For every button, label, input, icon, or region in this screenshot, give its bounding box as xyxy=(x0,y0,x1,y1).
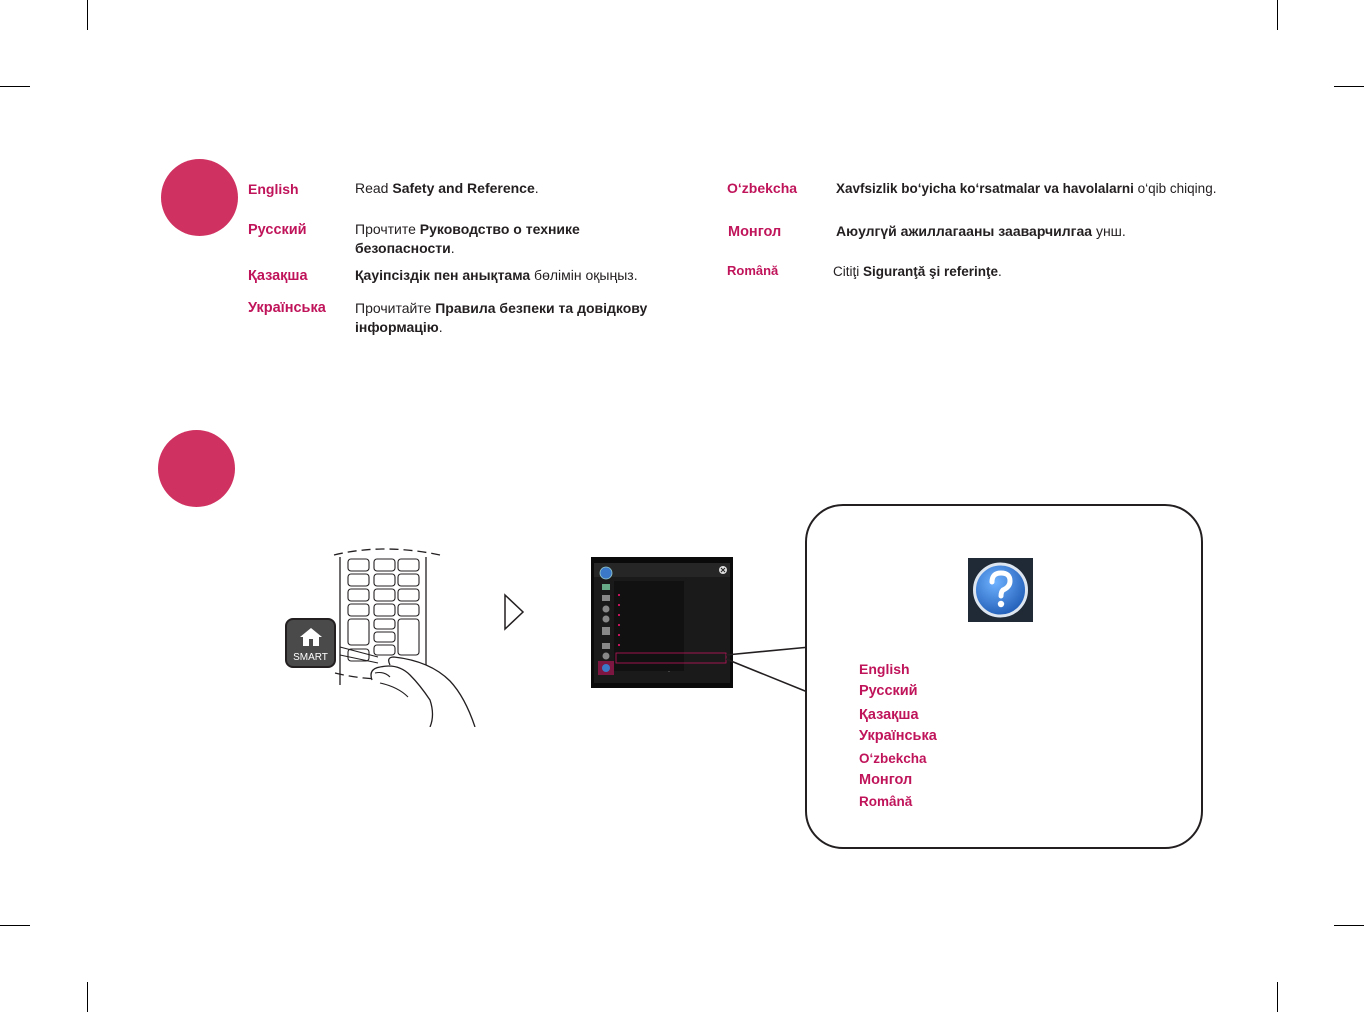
instruction-text: o‘qib chiqing. xyxy=(1133,181,1217,196)
step-2-marker xyxy=(158,430,235,507)
callout-lang-kazakh: Қазақша xyxy=(859,707,919,723)
instruction-russian: Прочтите Руководство о технике безопасно… xyxy=(355,220,655,258)
instruction-text: . xyxy=(438,319,443,335)
instruction-bold: Siguranţă şi referinţe xyxy=(863,264,999,279)
crop-mark xyxy=(87,0,88,30)
instruction-kazakh: Қауіпсіздік пен анықтама бөлімін оқыңыз. xyxy=(355,266,695,285)
instruction-text: . xyxy=(450,240,455,256)
home-icon xyxy=(300,628,322,646)
callout-lang-ukrainian: Українська xyxy=(859,728,937,744)
tv-screen-illustration xyxy=(591,557,733,688)
instruction-mongolian: Аюулгүй ажиллагааны зааварчилгаа унш. xyxy=(836,222,1256,241)
instruction-bold: Правила безпеки та довідкову інформацію xyxy=(355,300,648,335)
instruction-text: . xyxy=(534,180,539,196)
instruction-bold: Xavfsizlik bo‘yicha ko‘rsatmalar va havo… xyxy=(836,181,1134,196)
callout-lang-mongolian: Монгол xyxy=(859,772,913,788)
instruction-text: Прочитайте xyxy=(355,300,436,316)
instruction-text: Citiţi xyxy=(833,264,863,279)
lang-label-english: English xyxy=(248,181,299,197)
lang-label-romanian: Română xyxy=(727,263,779,278)
instruction-text: . xyxy=(998,264,1002,279)
next-arrow-icon xyxy=(504,593,525,631)
callout-lang-english: English xyxy=(859,661,910,677)
crop-mark xyxy=(1277,982,1278,1012)
lang-label-uzbek: O‘zbekcha xyxy=(727,180,798,196)
crop-mark xyxy=(0,925,30,926)
crop-mark xyxy=(1277,0,1278,30)
zoom-connector xyxy=(725,646,811,694)
instruction-text: бөлімін оқыңыз. xyxy=(530,267,638,283)
callout-lang-russian: Русский xyxy=(859,683,918,699)
instruction-bold: Аюулгүй ажиллагааны зааварчилгаа xyxy=(836,223,1093,239)
instruction-romanian: Citiţi Siguranţă şi referinţe. xyxy=(833,262,1253,281)
crop-mark xyxy=(1334,925,1364,926)
callout-lang-uzbek: O‘zbekcha xyxy=(859,751,927,766)
lang-label-ukrainian: Українська xyxy=(248,300,326,316)
crop-mark xyxy=(0,86,30,87)
instruction-text: унш. xyxy=(1092,223,1126,239)
instruction-ukrainian: Прочитайте Правила безпеки та довідкову … xyxy=(355,299,700,337)
smart-button-label: SMART xyxy=(293,652,328,663)
instruction-bold: Руководство о технике безопасности xyxy=(355,221,580,256)
smart-button: SMART xyxy=(285,618,336,668)
tv-menu-drawing xyxy=(594,563,730,683)
instruction-text: Read xyxy=(355,180,393,196)
instruction-text: Прочтите xyxy=(355,221,420,237)
instruction-english: Read Safety and Reference. xyxy=(355,179,695,198)
lang-label-russian: Русский xyxy=(248,222,307,238)
help-tile xyxy=(968,558,1033,622)
step-1-marker xyxy=(161,159,238,236)
callout-lang-romanian: Română xyxy=(859,794,913,809)
crop-mark xyxy=(1334,86,1364,87)
lang-label-kazakh: Қазақша xyxy=(248,268,308,284)
instruction-uzbek: Xavfsizlik bo‘yicha ko‘rsatmalar va havo… xyxy=(836,179,1256,198)
instruction-bold: Safety and Reference xyxy=(392,180,535,196)
instruction-bold: Қауіпсіздік пен анықтама xyxy=(355,267,531,283)
lang-label-mongolian: Монгол xyxy=(728,224,782,240)
remote-control-illustration xyxy=(333,548,476,727)
question-mark-icon xyxy=(973,562,1028,618)
crop-mark xyxy=(87,982,88,1012)
